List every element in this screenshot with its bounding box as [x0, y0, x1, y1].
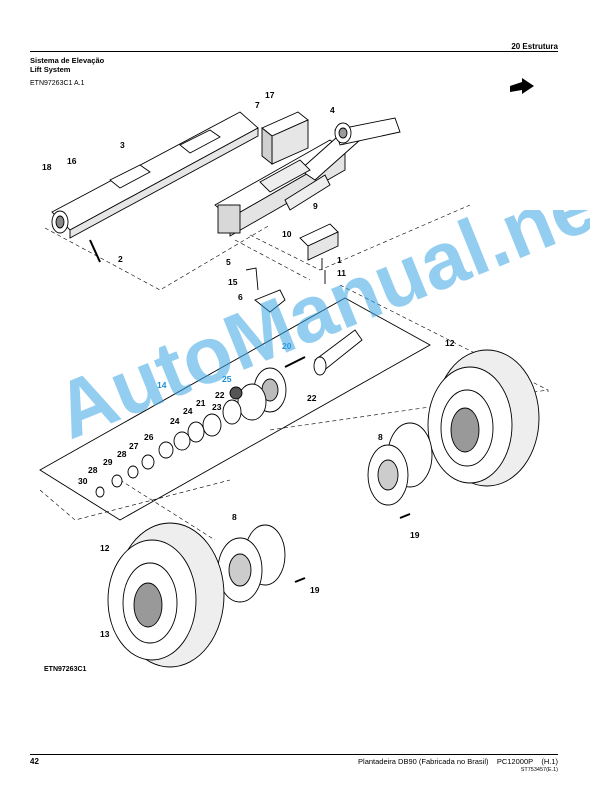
callout-29: 29	[103, 457, 113, 467]
figure-reference: ETN97263C1 A.1	[30, 80, 85, 87]
page-title-en: Lift System	[30, 65, 71, 74]
bracket-7	[261, 111, 309, 165]
callout-9: 9	[313, 201, 318, 211]
header-rule	[30, 51, 558, 52]
callout-20: 20	[282, 341, 292, 351]
callout-16: 16	[67, 156, 77, 166]
callout-1: 1	[337, 255, 342, 265]
callout-12a: 12	[445, 338, 455, 348]
callout-30: 30	[78, 476, 88, 486]
callout-27: 27	[129, 441, 139, 451]
pin-2	[89, 239, 101, 263]
page-title-pt: Sistema de Elevação	[30, 56, 105, 65]
footer-rule	[30, 754, 558, 755]
callout-22a: 22	[215, 390, 225, 400]
assembly-lines	[39, 204, 549, 541]
callout-19b: 19	[310, 585, 320, 595]
bracket-10	[299, 223, 339, 284]
callout-17: 17	[265, 90, 275, 100]
callout-26: 26	[144, 432, 154, 442]
callout-7: 7	[255, 100, 260, 110]
hub-left	[217, 524, 306, 603]
callout-14: 14	[157, 380, 167, 390]
hub-right	[367, 422, 433, 519]
callout-13: 13	[100, 629, 110, 639]
callout-22b: 22	[307, 393, 317, 403]
page-number: 42	[30, 757, 39, 766]
callout-18: 18	[42, 162, 52, 172]
callout-25: 25	[222, 374, 232, 384]
callout-15: 15	[228, 277, 238, 287]
callout-12b: 12	[100, 543, 110, 553]
wheel-left	[107, 522, 225, 668]
callout-8b: 8	[232, 512, 237, 522]
figure-id-label: ETN97263C1	[44, 666, 87, 673]
callout-3: 3	[120, 140, 125, 150]
callout-2: 2	[118, 254, 123, 264]
callout-6: 6	[238, 292, 243, 302]
main-beam	[51, 111, 259, 239]
spindle	[284, 329, 363, 376]
callout-24b: 24	[170, 416, 180, 426]
callout-28a: 28	[117, 449, 127, 459]
callout-21: 21	[196, 398, 206, 408]
callout-23: 23	[212, 402, 222, 412]
callout-11: 11	[337, 268, 346, 278]
footer-document-title: Plantadeira DB90 (Fabricada no Brasil) P…	[358, 757, 558, 766]
pin-5	[245, 267, 259, 291]
footer-code: ST753457(E.1)	[520, 767, 558, 773]
callout-19a: 19	[410, 530, 420, 540]
callout-8a: 8	[378, 432, 383, 442]
parts-group-frame	[39, 297, 431, 521]
wheel-right	[427, 349, 540, 487]
hub-assembly	[95, 367, 287, 498]
callout-28b: 28	[88, 465, 98, 475]
callout-labels: 1 2 3 4 5 6 7 8 8 9 10 11 12 12 13 14 15…	[42, 90, 455, 639]
direction-arrow-icon	[510, 78, 534, 94]
lift-frame	[214, 117, 401, 237]
section-title: 20 Estrutura	[511, 42, 558, 51]
callout-4: 4	[330, 105, 335, 115]
callout-24a: 24	[183, 406, 193, 416]
callout-5: 5	[226, 257, 231, 267]
clip-6	[254, 289, 286, 313]
callout-10: 10	[282, 229, 292, 239]
